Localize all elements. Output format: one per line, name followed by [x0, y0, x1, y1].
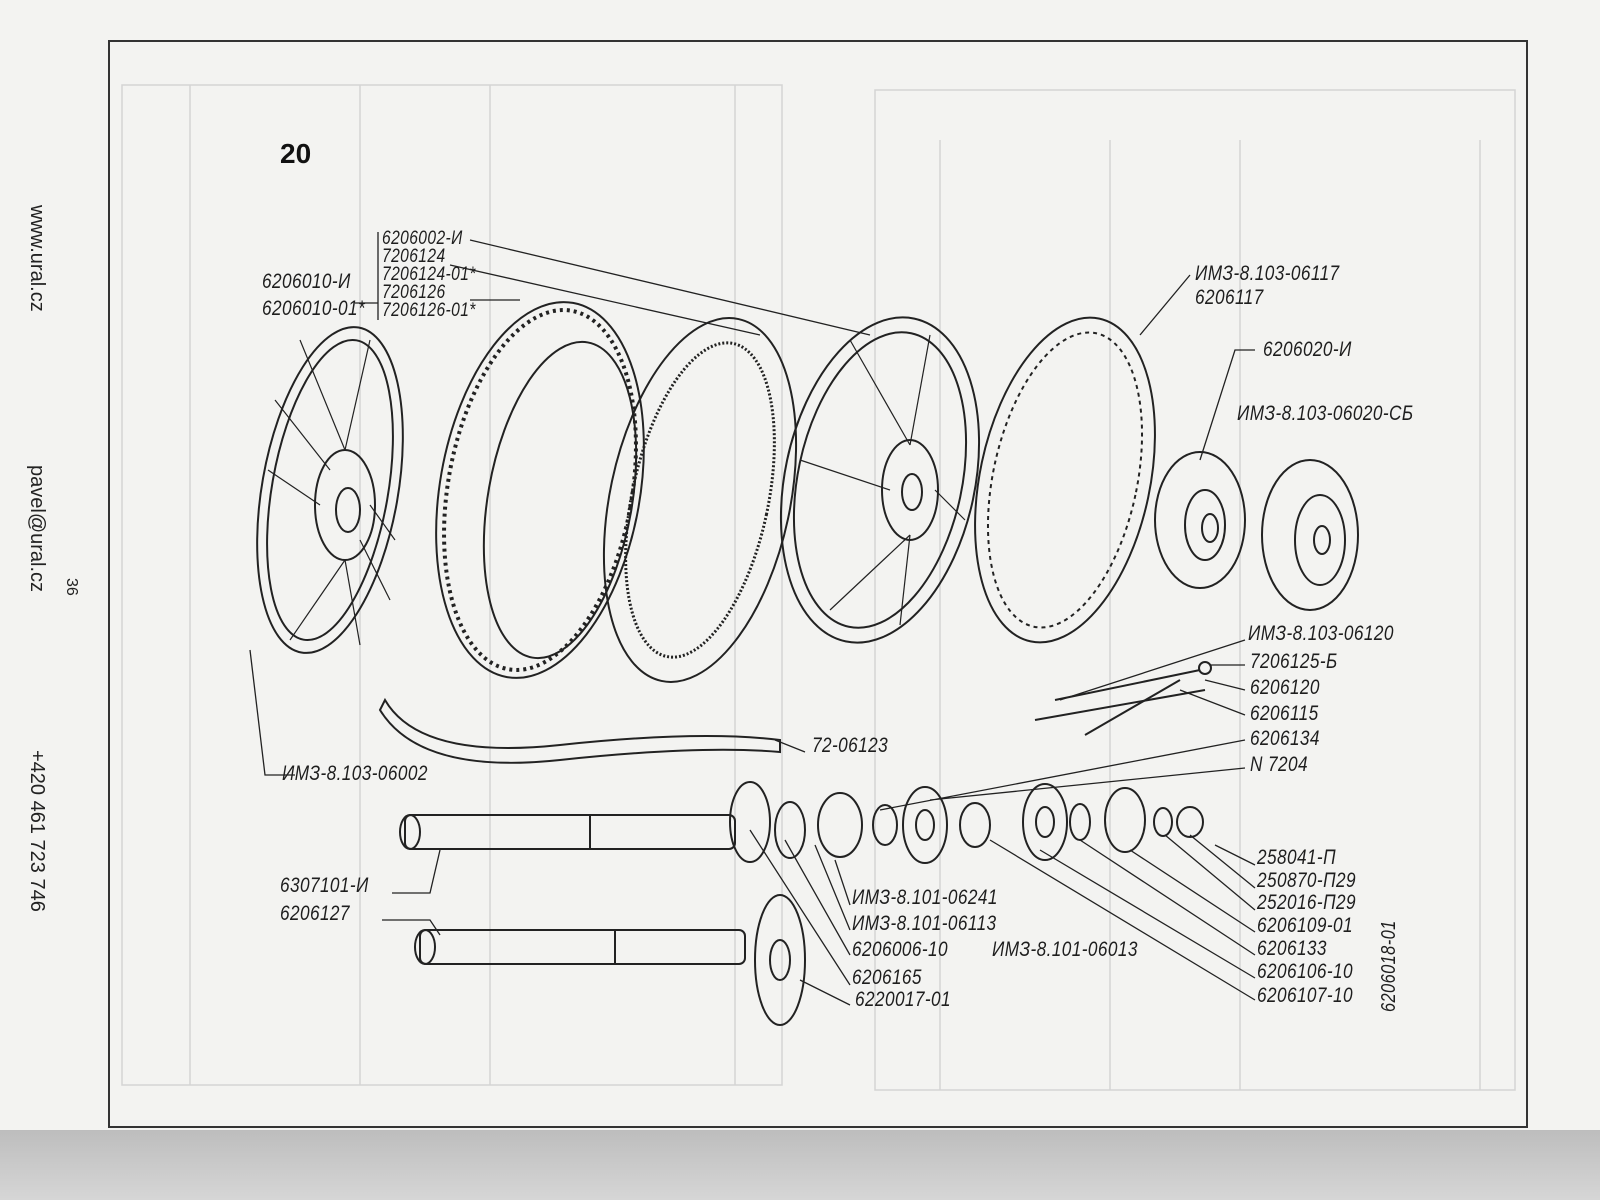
- email-text: pavel@ural.cz: [26, 465, 48, 593]
- part-label: 6206107-10: [1257, 984, 1354, 1007]
- part-label: ИМЗ-8.103-06002: [282, 762, 428, 785]
- part-label: 6206117: [1195, 286, 1264, 309]
- part-label: 7206126-01*: [382, 300, 476, 321]
- hub: [1154, 451, 1246, 589]
- part-label: 7206125-Б: [1250, 650, 1338, 673]
- part-label: 72-06123: [812, 734, 889, 757]
- part-label: 252016-П29: [1257, 891, 1356, 914]
- page-number: 36: [63, 578, 80, 596]
- page-frame: [108, 40, 1528, 1128]
- front-wheel-assembly: [256, 326, 404, 654]
- brake-drum: [1261, 459, 1359, 611]
- part-label: ИМЗ-8.103-06120: [1248, 622, 1394, 645]
- part-label: ИМЗ-8.103-06020-СБ: [1237, 402, 1414, 425]
- part-label: ИМЗ-8.103-06117: [1195, 262, 1340, 285]
- part-label: 6220017-01: [855, 988, 952, 1011]
- axle-2: [414, 929, 746, 965]
- part-label: 6206127: [280, 902, 350, 925]
- leader-lines: [249, 232, 1256, 1006]
- axle: [399, 814, 736, 850]
- part-label: 6206010-01*: [262, 297, 366, 320]
- website-text: www.ural.cz: [26, 205, 48, 312]
- background-table: [121, 84, 1516, 1091]
- part-label: 6206010-И: [262, 270, 351, 293]
- part-label: 258041-П: [1257, 846, 1336, 869]
- phone-text: +420 461 723 746: [26, 750, 48, 912]
- part-label: 6206020-И: [1263, 338, 1352, 361]
- part-label: ИМЗ-8.101-06013: [992, 938, 1138, 961]
- part-label: 7206126: [382, 282, 446, 303]
- bearing-parts: [729, 781, 1204, 1026]
- part-label: 6206006-10: [852, 938, 949, 961]
- part-label: 7206124-01*: [382, 264, 476, 285]
- part-label: 6307101-И: [280, 874, 369, 897]
- part-label: 6206133: [1257, 937, 1327, 960]
- part-label: 6206115: [1250, 702, 1319, 725]
- part-label: ИМЗ-8.101-06241: [852, 886, 998, 909]
- part-label: 6206120: [1250, 676, 1320, 699]
- inner-tube: [602, 317, 798, 683]
- part-label: 6206165: [852, 966, 922, 989]
- part-label: ИМЗ-8.101-06113: [852, 912, 997, 935]
- rim-tape: [378, 697, 781, 764]
- part-label: 6206106-10: [1257, 960, 1354, 983]
- scan-edge: [0, 1130, 1600, 1200]
- part-label: 250870-П29: [1257, 869, 1356, 892]
- spoked-wheel: [779, 316, 981, 644]
- rim: [974, 316, 1156, 644]
- part-label: 6206109-01: [1257, 914, 1354, 937]
- part-label-vertical: 6206018-01: [1378, 920, 1400, 1012]
- figure-number: 20: [280, 138, 312, 169]
- part-label: 6206002-И: [382, 228, 463, 249]
- part-label: 6206134: [1250, 727, 1320, 750]
- spoke-parts: [1034, 661, 1212, 736]
- part-label: N 7204: [1250, 753, 1308, 776]
- part-label: 7206124: [382, 246, 446, 267]
